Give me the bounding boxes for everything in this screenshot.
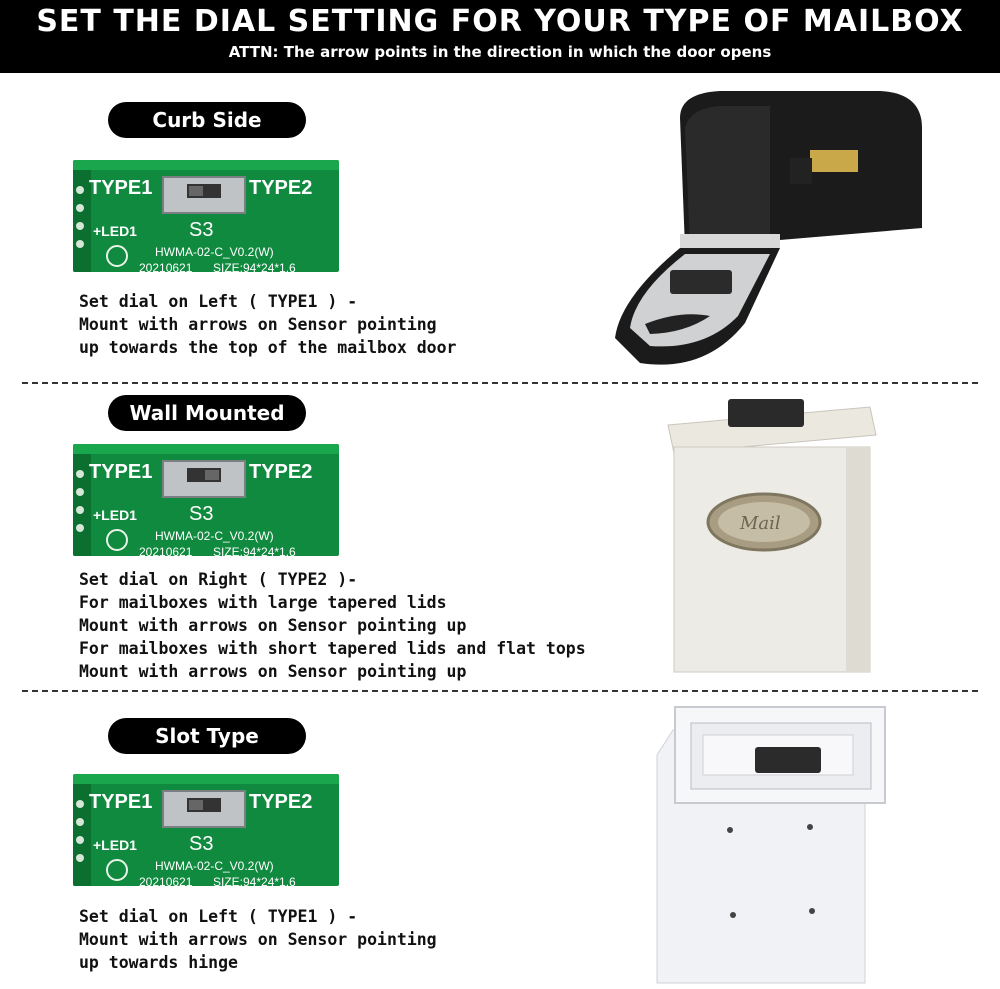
wall-mailbox-image: Mail: [660, 395, 885, 684]
page-subtitle: ATTN: The arrow points in the direction …: [228, 43, 772, 61]
section-description-slot-type: Set dial on Left ( TYPE1 ) - Mount with a…: [79, 905, 437, 974]
description-line: up towards the top of the mailbox door: [79, 338, 457, 357]
page-header: SET THE DIAL SETTING FOR YOUR TYPE OF MA…: [0, 0, 1000, 73]
pcb-switch-id: S3: [189, 833, 213, 855]
pcb-type1-label: TYPE1: [89, 461, 152, 483]
section-divider: [22, 690, 978, 692]
pcb-type1-label: TYPE1: [89, 177, 152, 199]
pcb-date: 20210621: [139, 875, 193, 886]
mail-plate-text: Mail: [739, 513, 781, 534]
pcb-date: 20210621: [139, 261, 193, 272]
pcb-photo-type1: TYPE1 TYPE2 S3 +LED1 HWMA-02-C_V0.2(W) 2…: [73, 160, 339, 272]
pcb-led-label: +LED1: [93, 223, 137, 239]
page-title: SET THE DIAL SETTING FOR YOUR TYPE OF MA…: [36, 4, 964, 39]
pcb-type1-label: TYPE1: [89, 791, 152, 813]
pcb-size: SIZE:94*24*1.6: [213, 545, 296, 556]
description-line: up towards hinge: [79, 953, 238, 972]
pcb-size: SIZE:94*24*1.6: [213, 261, 296, 272]
pcb-board-code: HWMA-02-C_V0.2(W): [155, 859, 274, 873]
section-label-curb-side: Curb Side: [108, 102, 306, 138]
curb-mailbox-image: [610, 88, 940, 382]
description-line: Mount with arrows on Sensor pointing: [79, 930, 437, 949]
pcb-size: SIZE:94*24*1.6: [213, 875, 296, 886]
section-divider: [22, 382, 978, 384]
description-line: Set dial on Left ( TYPE1 ) -: [79, 907, 358, 926]
pcb-photo-type1-slot: TYPE1 TYPE2 S3 +LED1 HWMA-02-C_V0.2(W) 2…: [73, 774, 339, 886]
pcb-board-code: HWMA-02-C_V0.2(W): [155, 245, 274, 259]
section-label-wall-mounted: Wall Mounted: [108, 395, 306, 431]
pcb-switch-id: S3: [189, 503, 213, 525]
pcb-photo-type2: TYPE1 TYPE2 S3 +LED1 HWMA-02-C_V0.2(W) 2…: [73, 444, 339, 556]
pcb-led-label: +LED1: [93, 837, 137, 853]
pcb-type2-label: TYPE2: [249, 461, 312, 483]
description-line: Set dial on Right ( TYPE2 )-: [79, 570, 358, 589]
description-line: For mailboxes with large tapered lids: [79, 593, 447, 612]
pcb-switch-id: S3: [189, 219, 213, 241]
section-label-slot-type: Slot Type: [108, 718, 306, 754]
pcb-led-label: +LED1: [93, 507, 137, 523]
description-line: For mailboxes with short tapered lids an…: [79, 639, 586, 658]
section-description-curb-side: Set dial on Left ( TYPE1 ) - Mount with a…: [79, 290, 457, 359]
description-line: Mount with arrows on Sensor pointing up: [79, 616, 467, 635]
description-line: Mount with arrows on Sensor pointing: [79, 315, 437, 334]
pcb-type2-label: TYPE2: [249, 791, 312, 813]
description-line: Set dial on Left ( TYPE1 ) -: [79, 292, 358, 311]
description-line: Mount with arrows on Sensor pointing up: [79, 662, 467, 681]
section-description-wall-mounted: Set dial on Right ( TYPE2 )- For mailboxe…: [79, 568, 586, 683]
pcb-date: 20210621: [139, 545, 193, 556]
pcb-type2-label: TYPE2: [249, 177, 312, 199]
pcb-board-code: HWMA-02-C_V0.2(W): [155, 529, 274, 543]
slot-mailbox-image: [655, 705, 890, 989]
